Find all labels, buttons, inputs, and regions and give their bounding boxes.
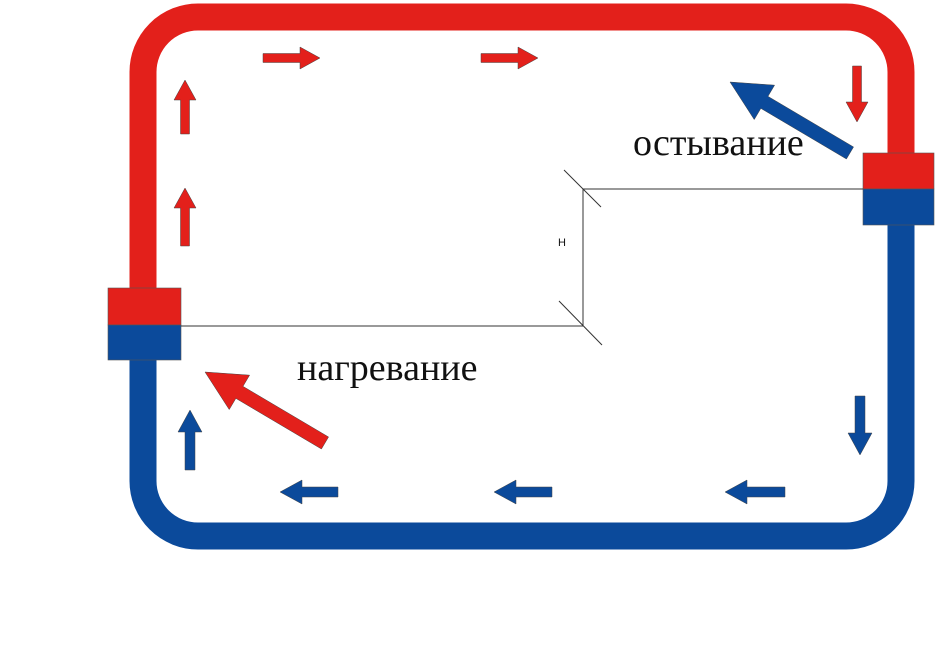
flow-arrow-left-icon — [724, 479, 786, 505]
heating-arrow-icon — [204, 371, 329, 450]
flow-arrow-up-icon — [177, 409, 203, 471]
flow-arrow-left-icon — [279, 479, 339, 505]
flow-arrow-up-icon — [173, 79, 197, 135]
cold-pipe — [129, 190, 915, 550]
cooling-label: остывание — [633, 122, 804, 164]
cooler-block-cold — [862, 188, 935, 226]
cooler-block-hot — [862, 152, 935, 190]
flow-arrow-up-icon — [173, 187, 197, 247]
dimension-tick-top — [563, 169, 602, 208]
heater-block-cold — [107, 324, 182, 361]
cooling-arrow-icon — [729, 81, 854, 160]
height-dimension — [181, 169, 863, 346]
flow-arrow-down-icon — [847, 395, 873, 456]
heater-block-hot — [107, 287, 182, 326]
dimension-tick-bottom — [558, 300, 603, 346]
flow-arrow-left-icon — [493, 479, 553, 505]
flow-arrow-right-icon — [262, 46, 321, 70]
heating-label: нагревание — [297, 347, 478, 389]
height-label: H — [558, 237, 566, 249]
flow-arrow-down-icon — [845, 65, 869, 123]
hot-pipe — [129, 3, 915, 325]
flow-arrow-right-icon — [480, 46, 539, 70]
